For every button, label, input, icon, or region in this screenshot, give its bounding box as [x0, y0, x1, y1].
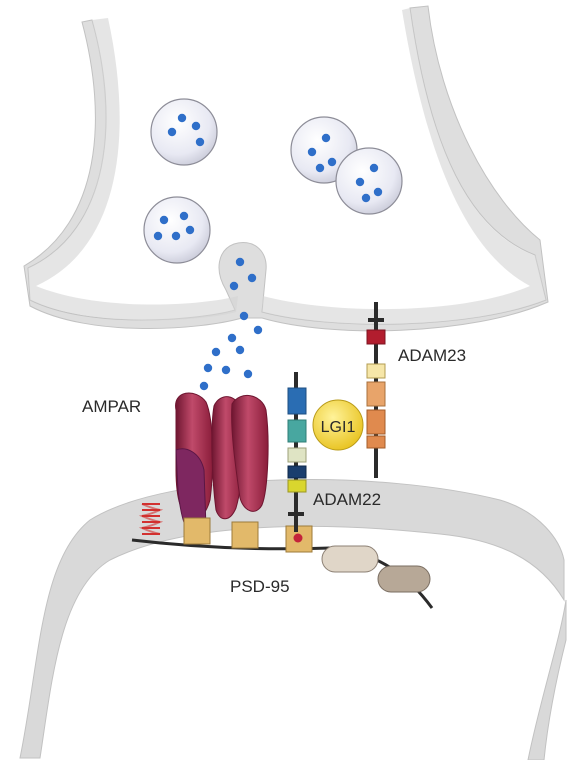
- label-lgi1: LGI1: [321, 419, 356, 436]
- scaffold-pill-1: [322, 546, 378, 572]
- label-psd95: PSD-95: [230, 577, 290, 596]
- vesicle-4: [144, 197, 210, 263]
- vesicle-1: [151, 99, 217, 165]
- scaffold-pill-2: [378, 566, 430, 592]
- label-adam23: ADAM23: [398, 346, 466, 365]
- label-adam22: ADAM22: [313, 490, 381, 509]
- postsynaptic-membrane-right-edge: [528, 600, 566, 760]
- label-ampar: AMPAR: [82, 397, 141, 416]
- presynaptic-membrane-band: [28, 18, 238, 320]
- psd95-box-2: [232, 522, 258, 548]
- vesicle-3: [336, 148, 402, 214]
- psd95-box-1: [184, 518, 210, 544]
- postsynaptic-membrane: [20, 480, 564, 758]
